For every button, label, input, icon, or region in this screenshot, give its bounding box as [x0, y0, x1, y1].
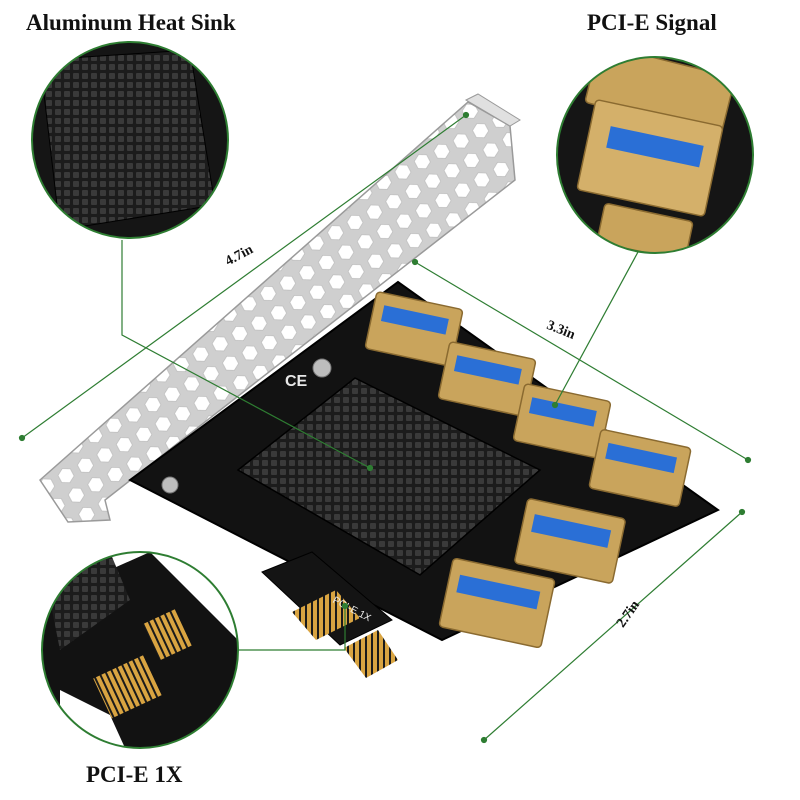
usb-ports: [364, 291, 692, 649]
usb-port-icon: [438, 557, 556, 649]
usb-port-icon: [437, 341, 537, 417]
usb-port-icon: [514, 498, 626, 584]
heat-sink: [236, 377, 542, 576]
heatsink-callout-title: Aluminum Heat Sink: [26, 10, 236, 35]
heatsink-zoom-callout: [31, 41, 229, 239]
pcie-signal-callout-title: PCI-E Signal: [587, 10, 717, 35]
callout-leaders: [121, 240, 639, 651]
signal-zoom-callout: [556, 56, 754, 254]
mounting-bracket: [39, 93, 521, 523]
dimension-lines: [18, 111, 752, 744]
mount-screw-icon: [161, 476, 179, 494]
pcie-zoom-callout: [41, 551, 239, 749]
ce-mark-text: CE: [285, 373, 308, 390]
pcie-1x-callout-title: PCI-E 1X: [86, 762, 183, 787]
usb-port-icon: [364, 291, 464, 367]
pcie-edge-connector: PCI-E 1X: [261, 551, 398, 678]
usb-port-icon: [588, 429, 692, 507]
mount-screw-icon: [312, 358, 332, 378]
